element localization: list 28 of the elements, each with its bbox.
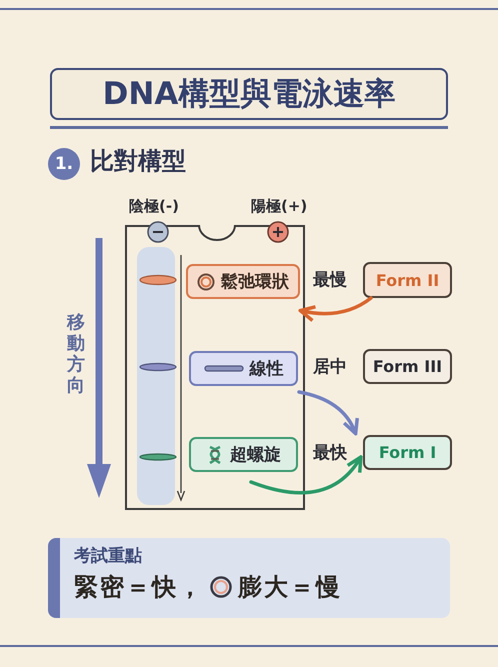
- conformation-box: [189, 437, 298, 472]
- form-box: [363, 262, 452, 298]
- electrode-label: 陰極(-): [129, 197, 179, 216]
- conformation-box: [186, 264, 300, 299]
- form-box: [363, 435, 452, 470]
- speed-label: 居中: [313, 356, 347, 378]
- summary-text: 緊密＝快，: [74, 572, 204, 603]
- section-heading: 比對構型: [90, 146, 186, 177]
- summary-text: 膨大＝慢: [238, 572, 342, 603]
- arrow: [298, 296, 373, 322]
- conformation-label: 線性: [250, 358, 284, 380]
- direction-label: 移動方向: [66, 312, 86, 396]
- summary-heading: 考試重點: [74, 545, 143, 567]
- title-box: DNA構型與電泳速率: [50, 68, 448, 120]
- conformation-label: 超螺旋: [230, 444, 281, 466]
- speed-label: 最慢: [313, 269, 347, 291]
- arrow: [249, 455, 363, 494]
- form-label: Form II: [376, 270, 440, 290]
- arrow: [297, 390, 358, 436]
- form-box: [363, 349, 452, 384]
- conformation-label: 鬆弛環狀: [221, 271, 289, 293]
- form-label: Form III: [372, 357, 442, 376]
- form-label: Form I: [378, 443, 436, 462]
- number-badge: 1.: [48, 148, 80, 180]
- speed-label: 最快: [313, 442, 347, 464]
- conformation-box: [189, 351, 298, 386]
- summary-box: [48, 538, 450, 618]
- electrode-label: 陽極(+): [251, 197, 308, 216]
